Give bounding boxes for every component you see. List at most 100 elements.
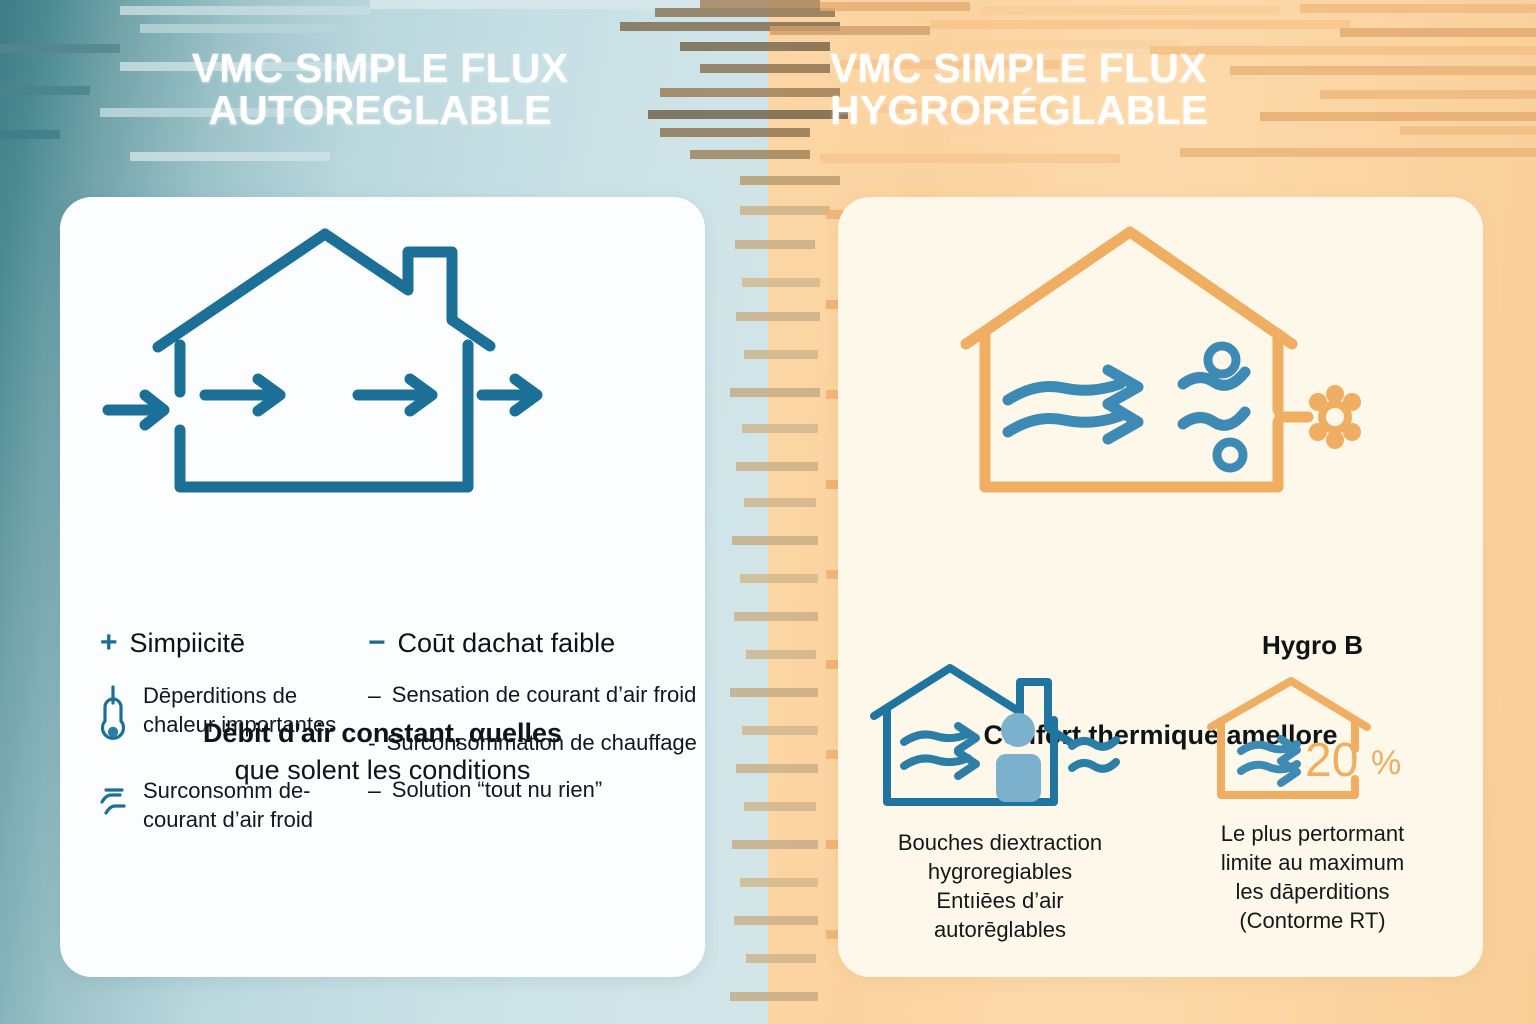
percent-value: 20: [1305, 734, 1358, 787]
glitch-band: [826, 300, 844, 309]
list-item-label: Surconsommation de chauffage: [386, 729, 697, 755]
right-card-sub-block-hygrob: Hygro B 20 % Le plus pertormant limite a…: [1165, 630, 1460, 935]
glitch-band: [826, 750, 846, 759]
glitch-band: [620, 22, 840, 31]
glitch-band: [648, 110, 848, 119]
advantage-headline: Simpiicitē: [129, 628, 246, 658]
glitch-band: [770, 26, 930, 35]
house-20-percent-icon: 20 %: [1165, 671, 1460, 811]
glitch-band: [1230, 66, 1536, 75]
glitch-band: [740, 206, 830, 215]
list-item: – Solution “tout nu rien”: [368, 776, 698, 806]
glitch-band: [820, 154, 1120, 163]
glitch-band: [870, 104, 1050, 113]
glitch-band: [735, 240, 815, 249]
sub-b-caption-line3: les dāperditions: [1235, 879, 1390, 905]
right-card-heading: Confort thermique amellore: [983, 720, 1338, 750]
hygro-b-label: Hygro B: [1261, 630, 1364, 660]
glitch-band: [734, 916, 818, 925]
glitch-band: [734, 612, 818, 621]
title-right-line2: HYGRORÉGLABLE: [830, 86, 1209, 133]
sub-a-caption-line4: autorēglables: [933, 917, 1067, 943]
sub-b-caption-line4: (Contorme RT): [1239, 908, 1386, 934]
list-item-label: Solution “tout nu rien”: [391, 777, 603, 803]
glitch-band: [0, 44, 120, 53]
glitch-band: [826, 390, 846, 399]
house-constant-airflow-illustration: [90, 212, 560, 517]
glitch-band: [840, 60, 1060, 69]
glitch-band: [660, 88, 840, 97]
title-left-line1: VMC SIMPLE FLUX: [191, 45, 569, 91]
glitch-band: [660, 128, 810, 137]
title-right: VMC SIMPLE FLUX HYGRORÉGLABLE: [830, 45, 1470, 133]
glitch-band: [732, 536, 818, 545]
glitch-band: [742, 278, 820, 287]
glitch-band: [730, 992, 818, 1001]
glitch-band: [746, 954, 816, 963]
card-autoreglable: Dëbit d'air constant, αuelles que solent…: [60, 197, 705, 977]
glitch-band: [0, 86, 90, 95]
title-left: VMC SIMPLE FLUX AUTOREGLABLE: [60, 45, 700, 133]
sub-a-caption: Bouches diextraction hygroregiables Entı…: [850, 828, 1150, 944]
glitch-band: [930, 20, 1350, 29]
drawback-headline-row: − Coūt dachat faible: [368, 628, 698, 659]
glitch-band: [742, 424, 818, 433]
glitch-band: [680, 42, 830, 51]
glitch-band: [100, 108, 400, 117]
house-person-airflow-icon: [850, 660, 1150, 820]
card-hygroreglable: Confort thermique amellore: [838, 197, 1483, 977]
dash-bullet-icon: -: [368, 729, 376, 756]
glitch-band: [1300, 4, 1536, 13]
glitch-band: [730, 388, 820, 397]
glitch-band: [690, 150, 810, 159]
glitch-band: [736, 312, 820, 321]
glitch-band: [655, 8, 835, 17]
sub-b-caption-line1: Le plus pertormant: [1220, 821, 1405, 846]
glitch-band: [826, 660, 844, 669]
plus-icon: +: [100, 626, 118, 659]
glitch-band: [740, 574, 818, 583]
list-item-label: Sensation de courant d’air froid: [391, 681, 697, 707]
glitch-band: [700, 0, 820, 9]
glitch-band: [370, 0, 700, 9]
glitch-band: [1400, 126, 1536, 135]
glitch-band: [980, 6, 1280, 15]
glitch-band: [744, 498, 816, 507]
thermometer-icon: [100, 681, 130, 752]
list-item: – Sensation de courant d’air froid: [368, 681, 698, 711]
title-right-line1: VMC SIMPLE FLUX: [830, 45, 1207, 91]
glitch-band: [820, 2, 970, 11]
sub-b-caption-line2: limite au maximum: [1220, 850, 1405, 876]
left-heading-line2: que solent les conditions: [234, 754, 531, 785]
right-card-sub-block-extraction: Bouches diextraction hygroregiables Entı…: [850, 660, 1150, 944]
glitch-band: [826, 930, 848, 939]
title-left-line2: AUTOREGLABLE: [208, 86, 552, 133]
glitch-band: [742, 726, 818, 735]
glitch-band: [140, 24, 340, 33]
airflow-icon: [100, 776, 130, 827]
glitch-band: [826, 210, 848, 219]
sub-a-caption-line2: hygroregiables: [927, 859, 1073, 885]
list-item: Surconsomm de-courant d’air froid: [100, 776, 365, 834]
glitch-band: [120, 62, 380, 71]
glitch-band: [740, 878, 818, 887]
sub-a-caption-line3: Entıiēes d’air: [936, 888, 1064, 914]
list-item-label: Dēperditions de chaleur importantes: [143, 682, 337, 737]
glitch-band: [826, 570, 848, 579]
left-heading-line1: Dëbit d'air constant, αuelles: [202, 718, 563, 748]
glitch-band: [1180, 148, 1536, 157]
glitch-band: [736, 462, 818, 471]
glitch-band: [746, 650, 816, 659]
glitch-band: [700, 64, 830, 73]
dash-bullet-icon: –: [368, 681, 381, 708]
glitch-band: [120, 6, 370, 15]
glitch-band: [730, 688, 818, 697]
glitch-band: [1340, 28, 1536, 37]
glitch-band: [740, 176, 840, 185]
minus-icon: −: [368, 626, 386, 659]
glitch-band: [950, 132, 1210, 141]
list-item-label: Surconsomm de-courant d’air froid: [143, 777, 313, 832]
glitch-band: [826, 840, 842, 849]
glitch-band: [0, 130, 60, 139]
dash-bullet-icon: –: [368, 777, 381, 804]
